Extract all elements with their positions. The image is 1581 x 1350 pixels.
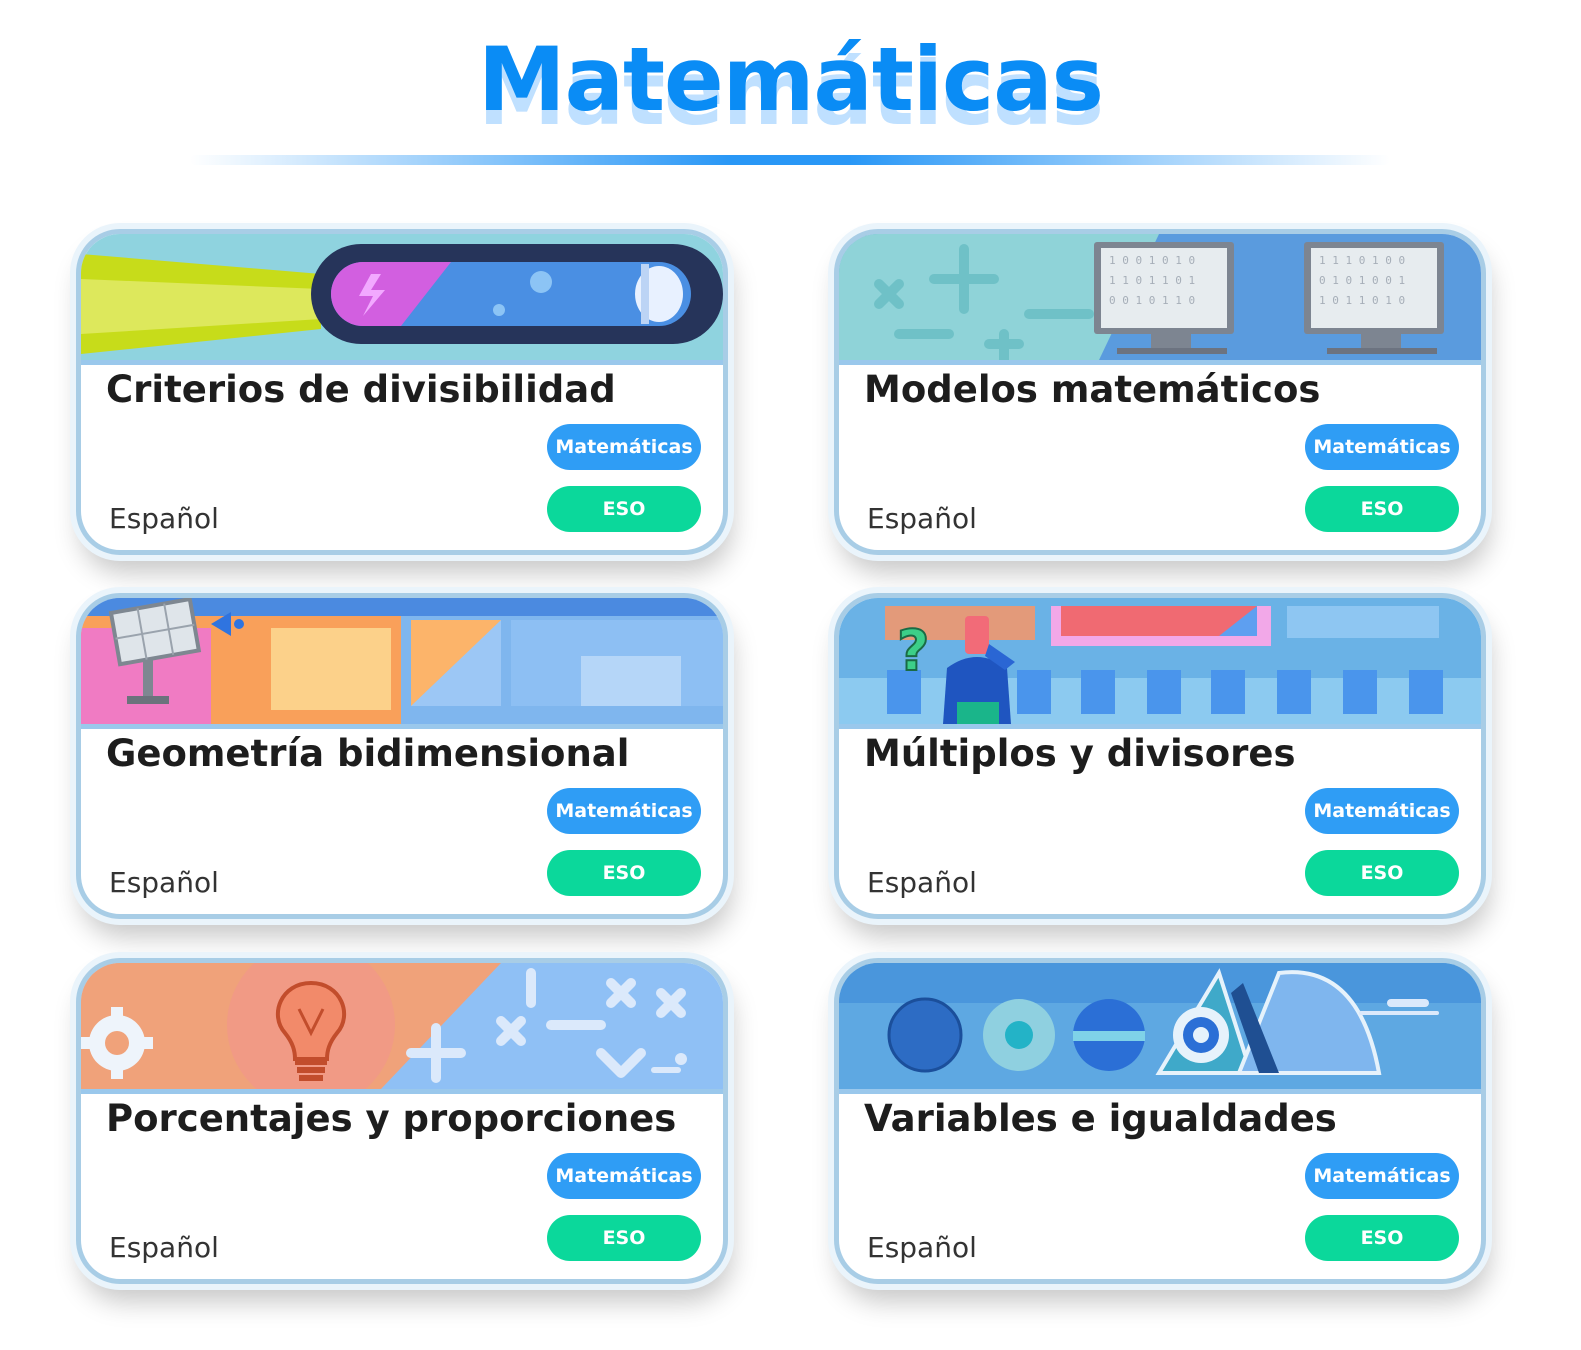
card-title: Múltiplos y divisores xyxy=(864,732,1296,775)
math-symbols-computers-illustration: 1 0 0 1 0 1 0 1 1 0 1 1 0 1 0 0 1 0 1 1 … xyxy=(839,234,1481,365)
language-label: Español xyxy=(109,502,219,535)
question-person-bars-illustration: ? xyxy=(839,598,1481,729)
page-title: Matemáticas Matemáticas xyxy=(0,22,1581,145)
svg-text:?: ? xyxy=(897,619,929,684)
language-label: Español xyxy=(109,866,219,899)
title-divider xyxy=(190,155,1390,165)
card-title: Variables e igualdades xyxy=(864,1097,1337,1140)
solar-panel-blocks-illustration xyxy=(81,598,723,729)
level-tag[interactable]: ESO xyxy=(547,850,701,896)
subject-tag[interactable]: Matemáticas xyxy=(547,788,701,834)
card-title: Porcentajes y proporciones xyxy=(106,1097,677,1140)
spheres-shapes-illustration xyxy=(839,963,1481,1094)
page-title-shadow: Matemáticas xyxy=(478,42,1104,145)
gear-lightbulb-symbols-illustration xyxy=(81,963,723,1094)
language-label: Español xyxy=(867,502,977,535)
subject-tag[interactable]: Matemáticas xyxy=(1305,424,1459,470)
svg-text:0 0 1 0 1 1 0: 0 0 1 0 1 1 0 xyxy=(1109,294,1195,307)
svg-text:1 1 1 0 1 0 0: 1 1 1 0 1 0 0 xyxy=(1319,254,1405,267)
course-card-multiplos[interactable]: ? Múltiplos y divisores Matemáticas ESO … xyxy=(834,593,1486,919)
subject-tag[interactable]: Matemáticas xyxy=(547,424,701,470)
svg-text:1 0 0 1 0 1 0: 1 0 0 1 0 1 0 xyxy=(1109,254,1195,267)
course-card-geometria[interactable]: Geometría bidimensional Matemáticas ESO … xyxy=(76,593,728,919)
subject-tag[interactable]: Matemáticas xyxy=(547,1153,701,1199)
card-title: Criterios de divisibilidad xyxy=(106,368,616,411)
language-label: Español xyxy=(867,866,977,899)
level-tag[interactable]: ESO xyxy=(547,486,701,532)
course-card-variables[interactable]: Variables e igualdades Matemáticas ESO E… xyxy=(834,958,1486,1284)
level-tag[interactable]: ESO xyxy=(1305,1215,1459,1261)
svg-text:1 1 0 1 1 0 1: 1 1 0 1 1 0 1 xyxy=(1109,274,1195,287)
language-label: Español xyxy=(109,1231,219,1264)
course-card-porcentajes[interactable]: Porcentajes y proporciones Matemáticas E… xyxy=(76,958,728,1284)
page-title-text: Matemáticas xyxy=(478,28,1104,131)
svg-text:0 1 0 1 0 0 1: 0 1 0 1 0 0 1 xyxy=(1319,274,1405,287)
level-tag[interactable]: ESO xyxy=(1305,850,1459,896)
card-title: Geometría bidimensional xyxy=(106,732,630,775)
subject-tag[interactable]: Matemáticas xyxy=(1305,1153,1459,1199)
card-title: Modelos matemáticos xyxy=(864,368,1321,411)
course-card-criterios[interactable]: Criterios de divisibilidad Matemáticas E… xyxy=(76,229,728,555)
battery-capsule-illustration xyxy=(81,234,723,365)
level-tag[interactable]: ESO xyxy=(1305,486,1459,532)
course-card-modelos[interactable]: 1 0 0 1 0 1 0 1 1 0 1 1 0 1 0 0 1 0 1 1 … xyxy=(834,229,1486,555)
svg-text:1 0 1 1 0 1 0: 1 0 1 1 0 1 0 xyxy=(1319,294,1405,307)
language-label: Español xyxy=(867,1231,977,1264)
level-tag[interactable]: ESO xyxy=(547,1215,701,1261)
subject-tag[interactable]: Matemáticas xyxy=(1305,788,1459,834)
